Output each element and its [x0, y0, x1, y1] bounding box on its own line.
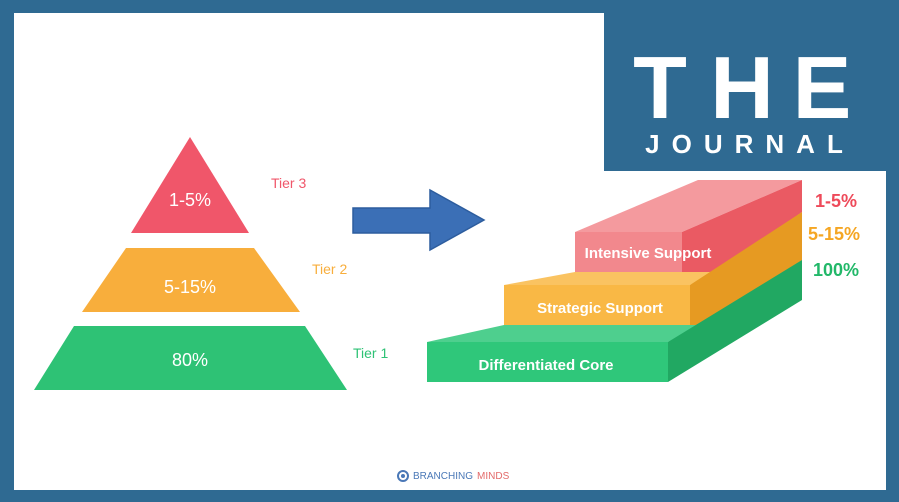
step-core-top: [427, 325, 720, 342]
pyramid-tier-1-label: Tier 1: [353, 345, 388, 361]
step-core-front: [427, 342, 668, 382]
step-strategic-side: [690, 212, 802, 325]
pyramid-tier-2-label: Tier 2: [312, 261, 347, 277]
pyramid-tier-1-value: 80%: [172, 350, 208, 370]
step-core-label: Differentiated Core: [478, 357, 613, 374]
step-intensive-side: [682, 180, 802, 272]
logo-letter-e: E: [793, 38, 852, 137]
logo-subtitle: JOURNAL: [645, 129, 855, 159]
pyramid-tier-3-label: Tier 3: [271, 175, 306, 191]
pyramid-tier-3: [131, 137, 249, 233]
step-intensive-percent: 1-5%: [815, 191, 857, 211]
branching-minds-logo-icon: [397, 470, 409, 482]
pyramid: 1-5% 5-15% 80% Tier 3 Tier 2 Tier 1: [34, 137, 388, 390]
the-journal-logo: T H E JOURNAL: [633, 38, 855, 159]
step-core-side: [668, 260, 802, 382]
staircase: Intensive Support Strategic Support Diff…: [427, 180, 860, 382]
step-intensive-front: [575, 232, 682, 272]
step-strategic-top: [504, 272, 720, 285]
step-strategic-label: Strategic Support: [537, 300, 663, 317]
step-core-percent: 100%: [813, 260, 859, 280]
brand-part-2: MINDS: [477, 470, 510, 482]
pyramid-tier-2: [82, 248, 300, 312]
arrow-right-icon: [352, 188, 486, 252]
step-strategic-percent: 5-15%: [808, 224, 860, 244]
step-strategic-front: [504, 285, 690, 325]
step-intensive-label: Intensive Support: [585, 245, 712, 262]
pyramid-tier-2-value: 5-15%: [164, 277, 216, 297]
pyramid-tier-3-value: 1-5%: [169, 190, 211, 210]
pyramid-tier-1: [34, 326, 347, 390]
step-intensive-top: [575, 180, 802, 232]
logo-letter-h: H: [710, 38, 774, 137]
brand-part-1: BRANCHING: [413, 470, 474, 482]
logo-background: [604, 13, 899, 171]
logo-letter-t: T: [633, 38, 687, 137]
